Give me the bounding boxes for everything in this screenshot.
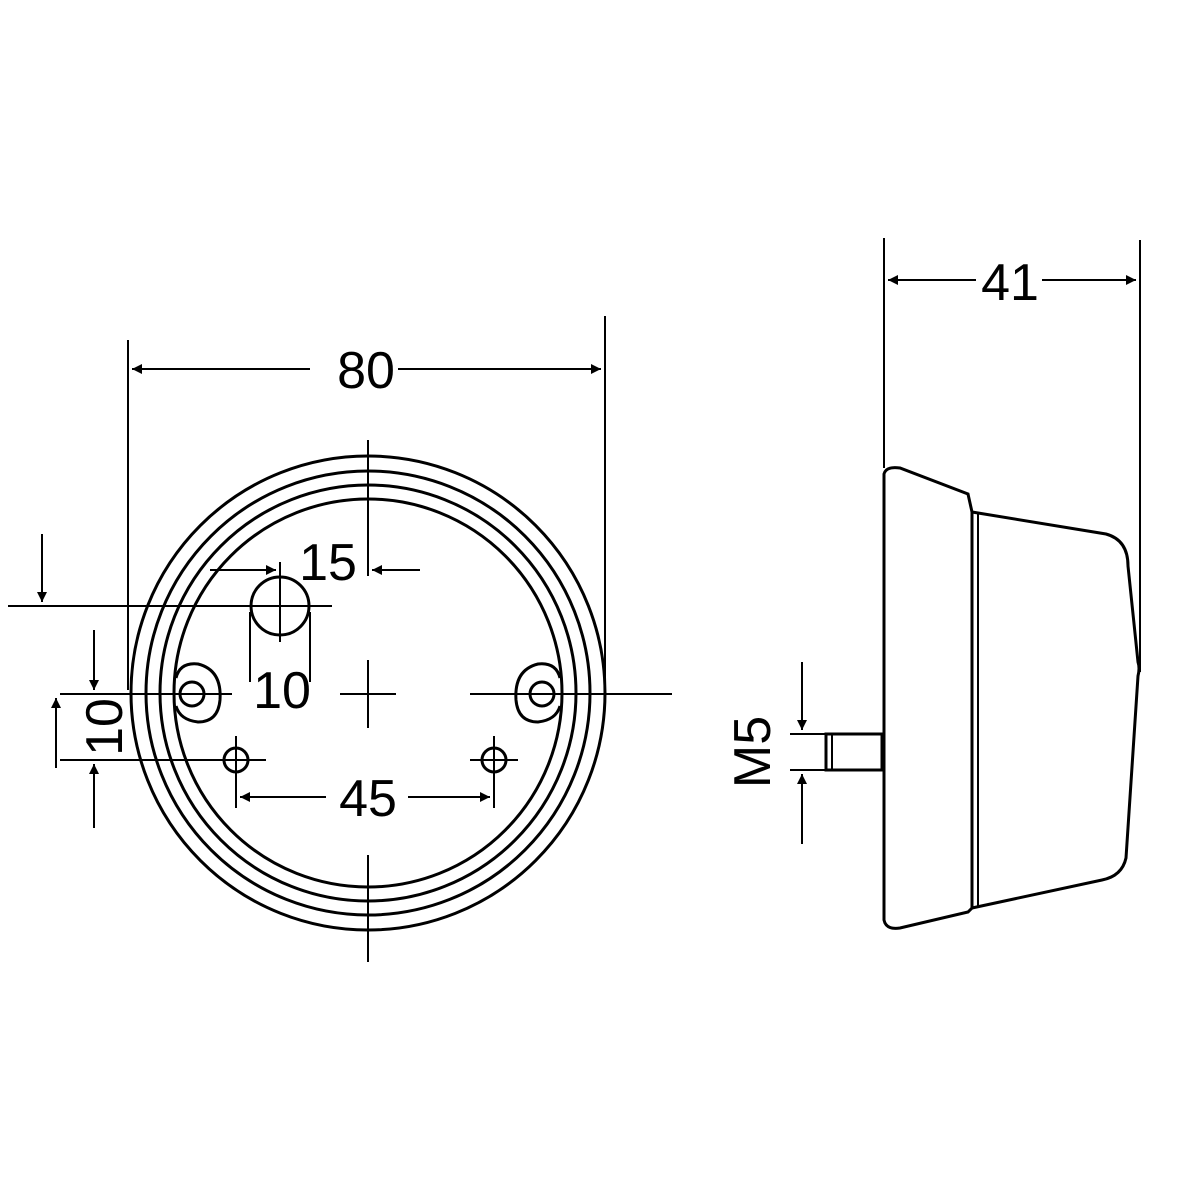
mounting-stud [824,732,884,772]
hole-size-dimension-label: 10 [253,662,311,720]
depth-dimension-label: 41 [981,254,1039,312]
lamp-flange [882,466,974,930]
side-view: M5 41 [724,238,1141,930]
front-view: 80 15 10 10 45 [8,316,672,962]
diameter-dimension-label: 80 [337,342,395,400]
mount-offset-dimension-label: 10 [76,698,134,756]
hole-offset-dimension-label: 15 [299,534,357,592]
hole-spacing-dimension-label: 45 [339,770,397,828]
right-mount-lug [514,662,562,724]
lamp-body [971,510,1141,910]
left-mount-lug [174,662,222,724]
stud-thread-label: M5 [724,716,782,788]
